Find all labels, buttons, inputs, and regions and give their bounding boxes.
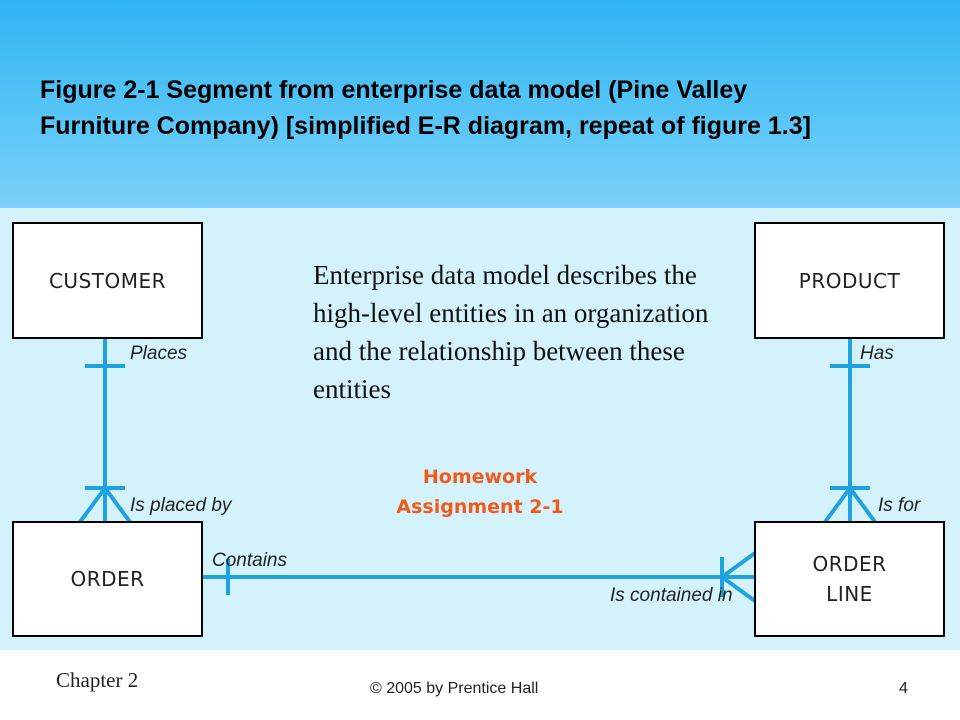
rel-label-places: Places <box>130 343 188 364</box>
entity-order-line-label-2: LINE <box>826 582 873 606</box>
entity-customer-label: CUSTOMER <box>48 268 167 293</box>
footer-page-number: 4 <box>899 680 908 697</box>
rel-label-is-contained-in: Is contained in <box>610 585 733 606</box>
rel-label-is-for: Is for <box>878 495 921 516</box>
footer-chapter: Chapter 2 <box>56 668 139 692</box>
homework-line-1: Homework <box>422 466 538 488</box>
orderline-crowsfoot-left <box>720 551 757 603</box>
footer-copyright: © 2005 by Prentice Hall <box>370 680 539 697</box>
slide-title: Figure 2-1 Segment from enterprise data … <box>40 76 811 140</box>
order-crowsfoot <box>78 486 132 524</box>
description-text: Enterprise data model describes the high… <box>313 260 709 404</box>
entity-customer: CUSTOMER <box>12 222 203 339</box>
rel-label-is-placed-by: Is placed by <box>130 495 232 516</box>
entity-product-label: PRODUCT <box>798 268 901 293</box>
entity-order-line: ORDER LINE <box>754 521 945 637</box>
entity-order-label: ORDER <box>70 567 145 591</box>
homework-note: Homework Assignment 2-1 <box>340 462 620 522</box>
homework-line-2: Assignment 2-1 <box>396 496 564 518</box>
slide-header <box>0 0 960 208</box>
orderline-crowsfoot-top <box>823 486 877 524</box>
entity-order-line-label-1: ORDER <box>812 552 887 576</box>
entity-product: PRODUCT <box>754 222 945 339</box>
rel-label-contains: Contains <box>212 550 287 571</box>
rel-label-has: Has <box>860 343 894 364</box>
entity-order: ORDER <box>12 521 203 637</box>
